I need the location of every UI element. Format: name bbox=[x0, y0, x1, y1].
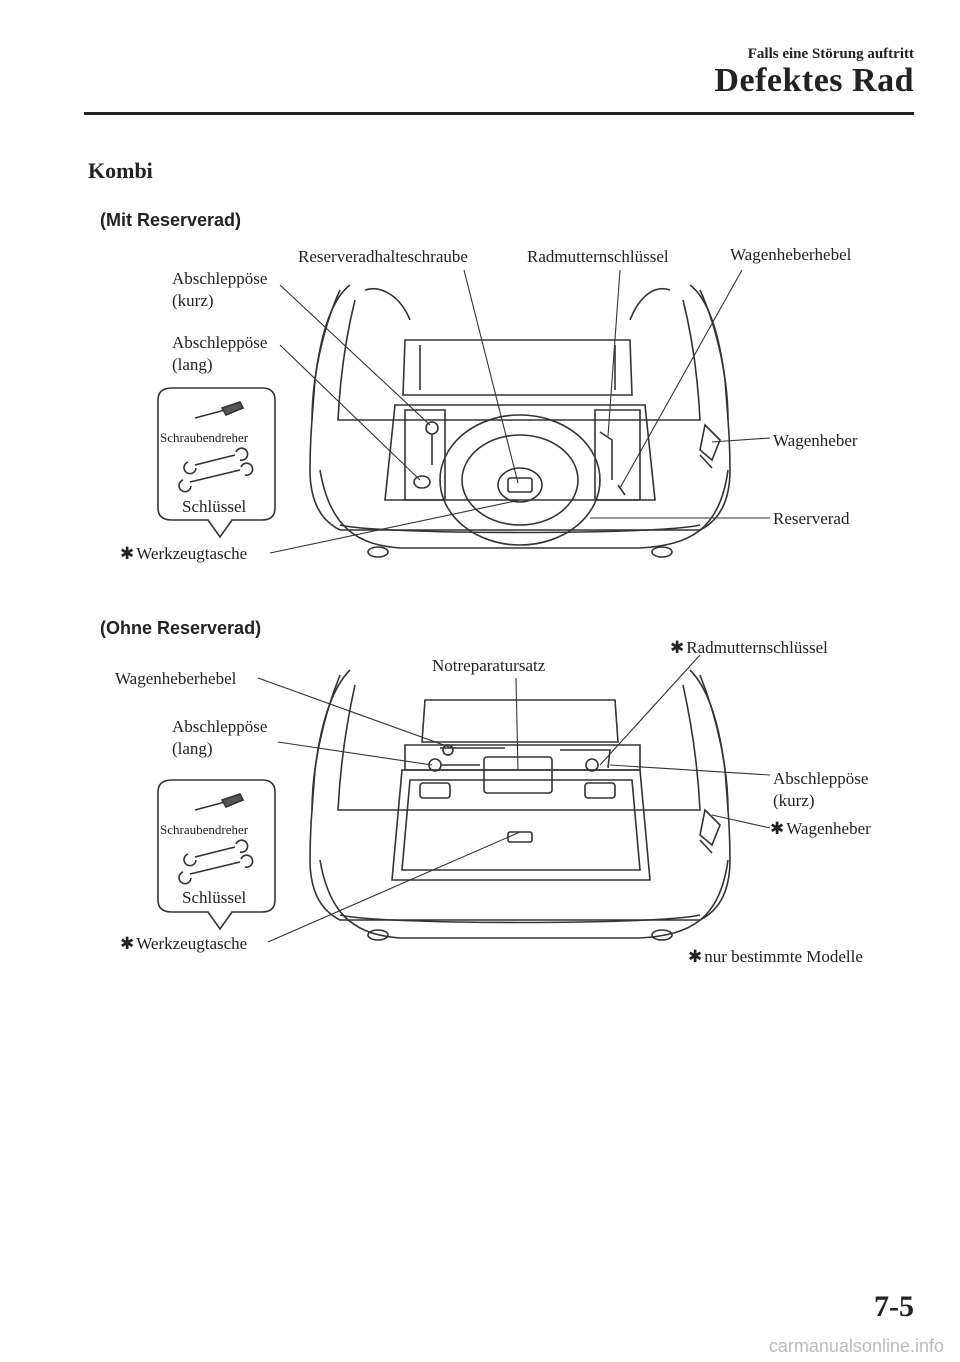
wrench-icon-2 bbox=[178, 839, 254, 885]
page-number: 7-5 bbox=[874, 1290, 914, 1323]
label-wrench-2: Schlüssel bbox=[182, 888, 247, 907]
leader-lines-1 bbox=[269, 269, 771, 554]
diagram-without-spare-heading: (Ohne Reserverad) bbox=[100, 618, 262, 638]
label-text: (lang) bbox=[172, 739, 213, 758]
label-text: Abschleppöse bbox=[172, 333, 268, 352]
label-wrench-1: Schlüssel bbox=[182, 497, 247, 516]
page-title: Defektes Rad bbox=[714, 62, 914, 99]
leader-lines-2 bbox=[257, 654, 771, 943]
label-text: (kurz) bbox=[773, 791, 815, 810]
label-text: Radmutternschlüssel bbox=[686, 638, 828, 657]
label-lug-wrench-1: Radmutternschlüssel bbox=[527, 247, 669, 266]
label-jack-handle-1: Wagenheberhebel bbox=[730, 245, 852, 264]
section-heading: Falls eine Störung auftritt bbox=[747, 46, 914, 62]
label-spare-tire: Reserverad bbox=[773, 509, 850, 528]
label-text: Wagenheber bbox=[786, 819, 871, 838]
label-text: Abschleppöse bbox=[172, 717, 268, 736]
label-text: nur bestimmte Modelle bbox=[704, 947, 863, 966]
watermark: carmanualsonline.info bbox=[768, 1336, 944, 1356]
asterisk-icon: ✱ bbox=[770, 819, 785, 838]
asterisk-icon: ✱ bbox=[120, 544, 135, 563]
label-jack-1: Wagenheber bbox=[773, 431, 858, 450]
label-screwdriver-2: Schraubendreher bbox=[160, 822, 249, 837]
label-tool-bag-1: ✱Werkzeugtasche bbox=[120, 543, 247, 565]
subtitle: Kombi bbox=[88, 158, 153, 183]
label-jack-2: ✱Wagenheber bbox=[770, 818, 871, 840]
label-tow-hook-short-2: Abschleppöse (kurz) bbox=[773, 768, 868, 812]
label-text: Werkzeugtasche bbox=[136, 544, 248, 563]
label-tool-bag-2: ✱Werkzeugtasche bbox=[120, 933, 247, 955]
asterisk-icon: ✱ bbox=[670, 638, 685, 657]
label-text: Werkzeugtasche bbox=[136, 934, 248, 953]
label-tow-hook-short-1: Abschleppöse (kurz) bbox=[172, 268, 267, 312]
screwdriver-icon-2 bbox=[194, 793, 245, 811]
label-text: Abschleppöse bbox=[773, 769, 869, 788]
label-spare-bolt: Reserveradhalteschraube bbox=[298, 247, 468, 266]
label-repair-kit: Notreparatursatz bbox=[432, 656, 546, 675]
diagram-with-spare-heading: (Mit Reserverad) bbox=[100, 210, 242, 230]
header-rule bbox=[84, 112, 914, 115]
wrench-icon-1 bbox=[178, 447, 254, 493]
label-text: (kurz) bbox=[172, 291, 214, 310]
label-jack-handle-2: Wagenheberhebel bbox=[115, 669, 237, 688]
car-trunk-with-spare-illustration bbox=[309, 284, 731, 558]
screwdriver-icon-1 bbox=[194, 401, 245, 419]
asterisk-icon: ✱ bbox=[120, 934, 135, 953]
label-tow-hook-long-1: Abschleppöse (lang) bbox=[172, 332, 267, 376]
label-tow-hook-long-2: Abschleppöse (lang) bbox=[172, 716, 267, 760]
car-trunk-without-spare-illustration bbox=[309, 669, 731, 941]
label-screwdriver-1: Schraubendreher bbox=[160, 430, 249, 445]
footnote-certain-models: ✱nur bestimmte Modelle bbox=[688, 946, 863, 968]
label-lug-wrench-2: ✱Radmutternschlüssel bbox=[670, 637, 828, 659]
asterisk-icon: ✱ bbox=[688, 947, 703, 966]
label-text: Abschleppöse bbox=[172, 269, 268, 288]
label-text: (lang) bbox=[172, 355, 213, 374]
